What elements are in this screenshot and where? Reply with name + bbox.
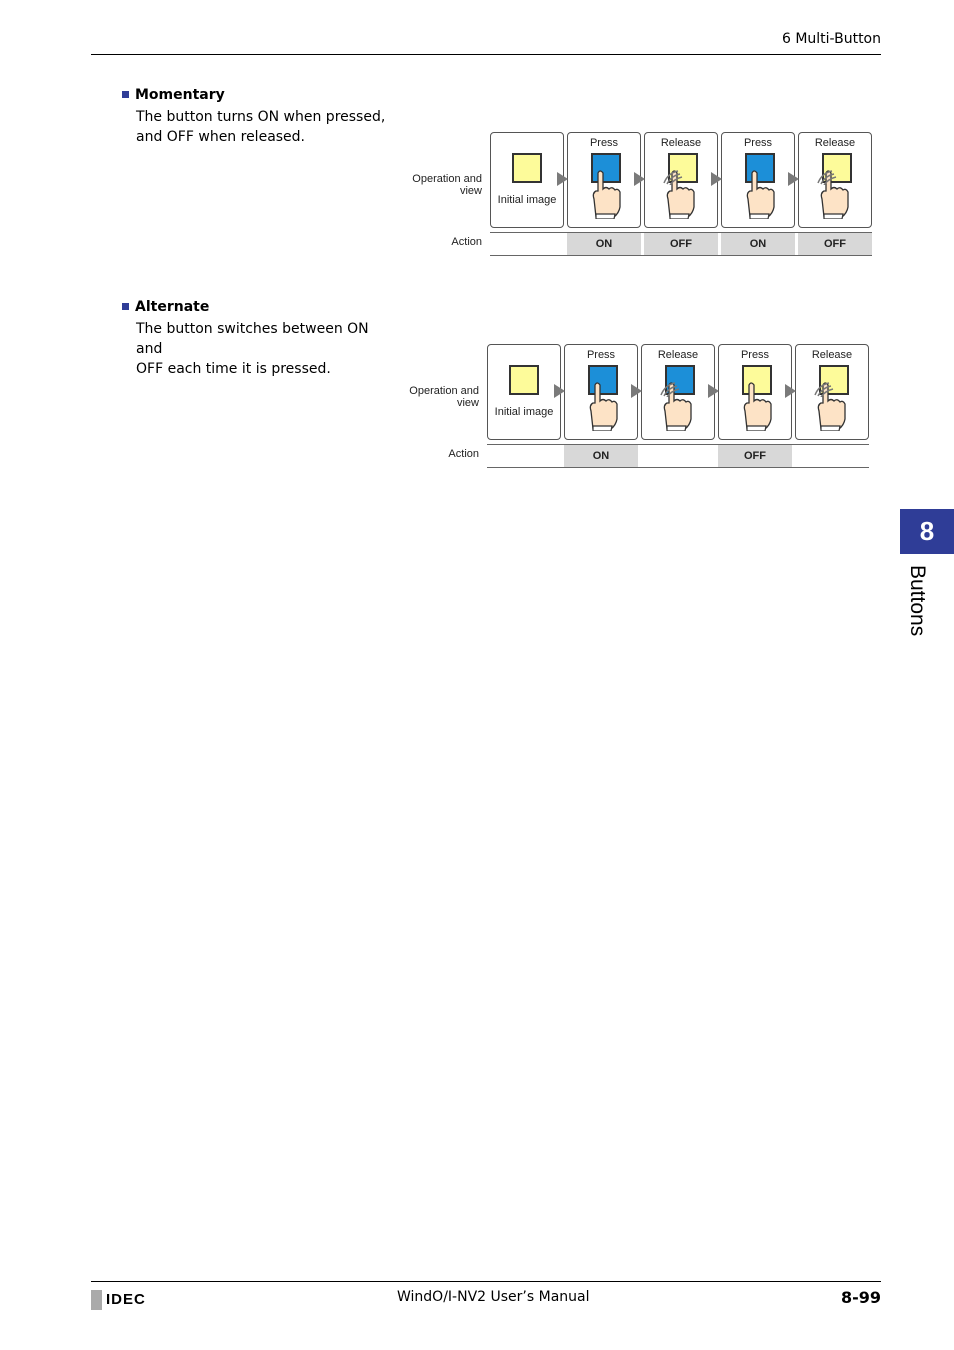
operation-row-label: Operation and view xyxy=(409,385,479,409)
action-cell: OFF xyxy=(718,445,792,467)
operation-frame: Press xyxy=(718,344,792,440)
hand-pointer-icon xyxy=(816,169,850,224)
action-cell: OFF xyxy=(644,233,718,255)
frame-label: Initial image xyxy=(494,406,554,418)
hand-pointer-icon xyxy=(659,381,693,436)
release-motion-icon xyxy=(659,381,681,402)
frame-label: Press xyxy=(740,349,770,361)
header-rule xyxy=(91,54,881,55)
action-cell: ON xyxy=(564,445,638,467)
page-number: 8-99 xyxy=(840,1288,881,1307)
hand-pointer-icon xyxy=(588,169,622,224)
release-motion-icon xyxy=(816,169,838,190)
step-arrow-icon xyxy=(785,384,796,398)
hand-pointer-icon xyxy=(585,381,619,436)
hand-pointer-icon xyxy=(813,381,847,436)
frame-label: Release xyxy=(811,349,853,361)
square-bullet-icon xyxy=(122,91,129,98)
button-yellow-icon xyxy=(819,365,849,395)
step-arrow-icon xyxy=(557,172,568,186)
footer-manual-title: WindO/I-NV2 User’s Manual xyxy=(397,1289,590,1305)
frame-label: Press xyxy=(743,137,773,149)
operation-frame: Initial image xyxy=(487,344,561,440)
square-bullet-icon xyxy=(122,303,129,310)
hand-pointer-icon xyxy=(742,169,776,224)
button-yellow-icon xyxy=(742,365,772,395)
action-row-top-line xyxy=(487,444,869,445)
frame-label: Release xyxy=(660,137,702,149)
operation-frame: Release xyxy=(641,344,715,440)
button-yellow-icon xyxy=(512,153,542,183)
step-arrow-icon xyxy=(554,384,565,398)
hand-pointer-icon xyxy=(662,169,696,224)
logo-text: IDEC xyxy=(106,1291,146,1308)
frame-label: Press xyxy=(589,137,619,149)
section-alternate-title: Alternate xyxy=(122,299,209,315)
frame-label: Initial image xyxy=(497,194,557,206)
operation-frame: Release xyxy=(795,344,869,440)
button-blue-icon xyxy=(591,153,621,183)
operation-frame: Press xyxy=(721,132,795,228)
hand-pointer-icon xyxy=(739,381,773,436)
running-header: 6 Multi-Button xyxy=(781,31,881,47)
button-yellow-icon xyxy=(509,365,539,395)
footer-rule xyxy=(91,1281,881,1282)
action-row-top-line xyxy=(490,232,872,233)
action-cell: ON xyxy=(567,233,641,255)
action-row-bottom-line xyxy=(487,467,869,468)
section-momentary-title: Momentary xyxy=(122,87,225,103)
action-row-label: Action xyxy=(451,236,482,248)
chapter-number-tab: 8 xyxy=(900,509,954,554)
action-row-bottom-line xyxy=(490,255,872,256)
release-motion-icon xyxy=(662,169,684,190)
button-blue-icon xyxy=(588,365,618,395)
operation-row-label: Operation and view xyxy=(412,173,482,197)
step-arrow-icon xyxy=(708,384,719,398)
chapter-title: Buttons xyxy=(906,565,929,637)
release-motion-icon xyxy=(813,381,835,402)
frame-label: Release xyxy=(657,349,699,361)
operation-frame: Release xyxy=(644,132,718,228)
step-arrow-icon xyxy=(711,172,722,186)
frame-label: Release xyxy=(814,137,856,149)
action-cell: OFF xyxy=(798,233,872,255)
operation-frame: Press xyxy=(564,344,638,440)
step-arrow-icon xyxy=(631,384,642,398)
section-momentary-description: The button turns ON when pressed, and OF… xyxy=(136,109,386,145)
step-arrow-icon xyxy=(634,172,645,186)
action-row-label: Action xyxy=(448,448,479,460)
logo-bar xyxy=(91,1290,102,1310)
operation-frame: Press xyxy=(567,132,641,228)
operation-frame: Release xyxy=(798,132,872,228)
button-blue-icon xyxy=(745,153,775,183)
action-cell: ON xyxy=(721,233,795,255)
step-arrow-icon xyxy=(788,172,799,186)
section-alternate-description: The button switches between ON and OFF e… xyxy=(136,321,369,377)
frame-label: Press xyxy=(586,349,616,361)
operation-frame: Initial image xyxy=(490,132,564,228)
